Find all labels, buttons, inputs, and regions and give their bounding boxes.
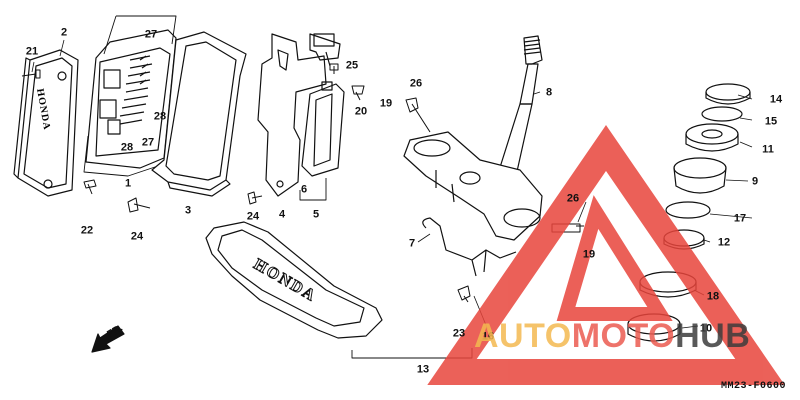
callout-26-right: 26 [566, 192, 580, 205]
callout-28-left: 28 [120, 141, 134, 154]
steering-stem-part8 [495, 35, 543, 181]
bracket-plate-part4 [257, 33, 327, 197]
callout-7: 7 [408, 237, 416, 250]
callout-9: 9 [751, 175, 759, 188]
callout-27-bottom: 27 [141, 136, 155, 149]
watermark-word-3: HUB [675, 317, 751, 355]
callout-4: 4 [278, 208, 286, 221]
callout-28-right: 28 [153, 110, 167, 123]
callout-26-top: 26 [409, 77, 423, 90]
callout-bracket-1-top [116, 15, 177, 45]
callout-1: 1 [124, 177, 132, 190]
callout-12: 12 [717, 236, 731, 249]
callout-24-left: 24 [130, 230, 144, 243]
left-cover-part2 [13, 49, 79, 197]
callout-19-top: 19 [379, 97, 393, 110]
callout-27-top: 27 [144, 28, 158, 41]
rear-cover-part3 [151, 31, 247, 197]
triple-clamp [403, 131, 543, 241]
watermark-logo [427, 125, 785, 385]
callout-20: 20 [354, 105, 368, 118]
screws [21, 63, 584, 303]
callout-18: 18 [706, 290, 720, 303]
watermark-word-2: MOTO [571, 317, 676, 355]
callout-14: 14 [769, 93, 783, 106]
callout-bracket-5-6 [299, 178, 327, 201]
callout-10: 10 [699, 322, 713, 335]
watermark-word-1: AUTO [474, 317, 572, 355]
relay-box-part1 [85, 29, 177, 169]
callout-11: 11 [762, 143, 774, 156]
callout-23: 23 [452, 327, 466, 340]
lower-cover-part13 [205, 221, 383, 339]
callout-3: 3 [184, 204, 192, 217]
callout-8: 8 [545, 86, 553, 99]
module-part5-6 [301, 81, 345, 177]
callout-13: 13 [416, 363, 430, 376]
callout-5: 5 [312, 208, 320, 221]
callout-6: 6 [300, 183, 308, 196]
front-arrow-icon [91, 325, 125, 353]
diagram-code: MM23-F0600 [720, 381, 786, 392]
callout-17: 17 [733, 212, 747, 225]
callout-19-right: 19 [582, 248, 596, 261]
callout-bracket-1-bottom [83, 135, 159, 177]
upper-bracket [309, 33, 341, 67]
callout-21: 21 [25, 45, 39, 58]
callout-15: 15 [764, 115, 778, 128]
callout-22: 22 [80, 224, 94, 237]
callout-25: 25 [345, 59, 359, 72]
callout-24-right: 24 [246, 210, 260, 223]
wire-clip-part7 [422, 217, 517, 277]
callout-2: 2 [60, 26, 68, 39]
callout-16: 16 [481, 330, 495, 343]
watermark-text: AUTOMOTOHUB [474, 319, 750, 353]
